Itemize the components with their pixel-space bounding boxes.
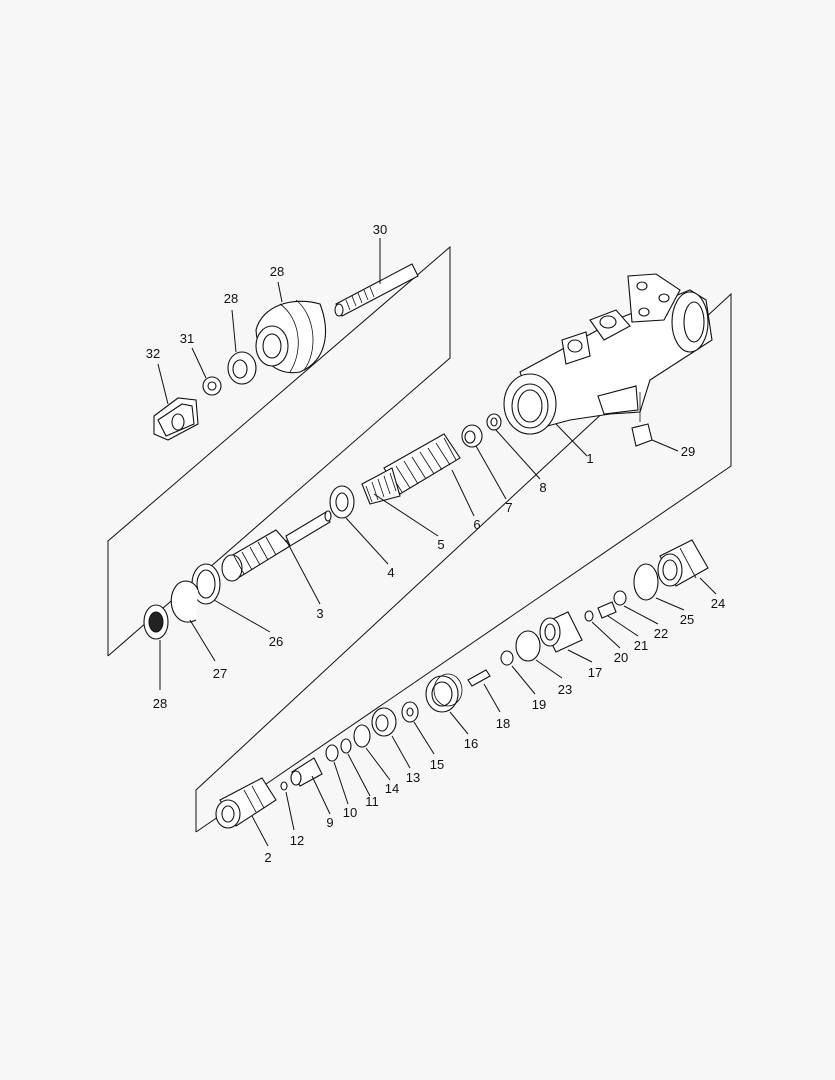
callout-5: 5 xyxy=(437,537,444,552)
part-1-cylinder-body xyxy=(503,273,713,435)
callout-24: 24 xyxy=(711,596,725,611)
upper-group-frame xyxy=(107,245,451,657)
part-9-valve xyxy=(290,757,323,787)
part-17-piston xyxy=(539,611,583,653)
part-16-spring xyxy=(425,673,463,713)
callout-6: 6 xyxy=(473,517,480,532)
part-28-nut-upper xyxy=(227,351,257,385)
part-5-spring xyxy=(361,467,401,505)
callout-14: 14 xyxy=(385,781,399,796)
callout-10: 10 xyxy=(343,805,357,820)
part-4-washer xyxy=(329,485,355,519)
part-14-o-ring xyxy=(353,724,371,748)
part-27-snap-ring xyxy=(170,580,199,623)
part-21-plug xyxy=(597,601,617,619)
part-15-washer xyxy=(401,701,419,723)
part-19-cap xyxy=(500,650,514,666)
callout-labels: 30 28 28 31 32 1 29 8 7 6 5 4 3 26 27 28… xyxy=(146,222,725,865)
callout-28-lower: 28 xyxy=(153,696,167,711)
callout-33: 32 xyxy=(146,346,160,361)
lower-group-frame xyxy=(195,292,732,833)
callout-17: 17 xyxy=(588,665,602,680)
callout-8: 8 xyxy=(539,480,546,495)
callout-9: 9 xyxy=(326,815,333,830)
callout-18: 18 xyxy=(496,716,510,731)
part-8-ring xyxy=(486,413,502,431)
callout-20: 20 xyxy=(614,650,628,665)
part-33-clevis xyxy=(153,397,199,441)
callout-3: 3 xyxy=(316,606,323,621)
part-10-ring xyxy=(325,744,339,762)
part-25-o-ring xyxy=(633,563,659,601)
part-31-push-rod xyxy=(334,263,419,317)
part-26-washer xyxy=(191,563,221,605)
callout-30: 29 xyxy=(681,444,695,459)
part-3-piston xyxy=(221,510,332,582)
callout-21: 21 xyxy=(634,638,648,653)
callout-22: 22 xyxy=(654,626,668,641)
callout-12: 12 xyxy=(290,833,304,848)
part-7-cap xyxy=(461,424,483,448)
callout-1: 1 xyxy=(586,451,593,466)
part-28-retainer-lower xyxy=(143,604,169,640)
callout-31: 30 xyxy=(373,222,387,237)
part-29-boot xyxy=(255,299,326,374)
callout-28-upper: 28 xyxy=(224,291,238,306)
leader-lines xyxy=(157,238,717,847)
part-24-boot xyxy=(657,539,709,587)
part-23-o-ring xyxy=(515,630,541,662)
part-20-ring xyxy=(584,610,594,622)
part-22-plug xyxy=(613,590,627,606)
part-13-piston xyxy=(371,707,397,737)
callout-15: 15 xyxy=(430,757,444,772)
callout-13: 13 xyxy=(406,770,420,785)
callout-25: 25 xyxy=(680,612,694,627)
part-2-sleeve xyxy=(215,777,277,829)
callout-2: 2 xyxy=(264,850,271,865)
part-12-ring xyxy=(280,781,288,791)
callout-11: 11 xyxy=(365,794,379,809)
callout-7: 7 xyxy=(505,500,512,515)
callout-4: 4 xyxy=(387,565,394,580)
callout-23: 23 xyxy=(558,682,572,697)
callout-16: 16 xyxy=(464,736,478,751)
callout-26: 26 xyxy=(269,634,283,649)
callout-32: 31 xyxy=(180,331,194,346)
callout-27: 27 xyxy=(213,666,227,681)
part-11-o-ring xyxy=(340,738,352,754)
part-18-pin xyxy=(467,669,491,687)
callout-19: 19 xyxy=(532,697,546,712)
part-32-nut xyxy=(202,376,222,396)
callout-29: 28 xyxy=(270,264,284,279)
